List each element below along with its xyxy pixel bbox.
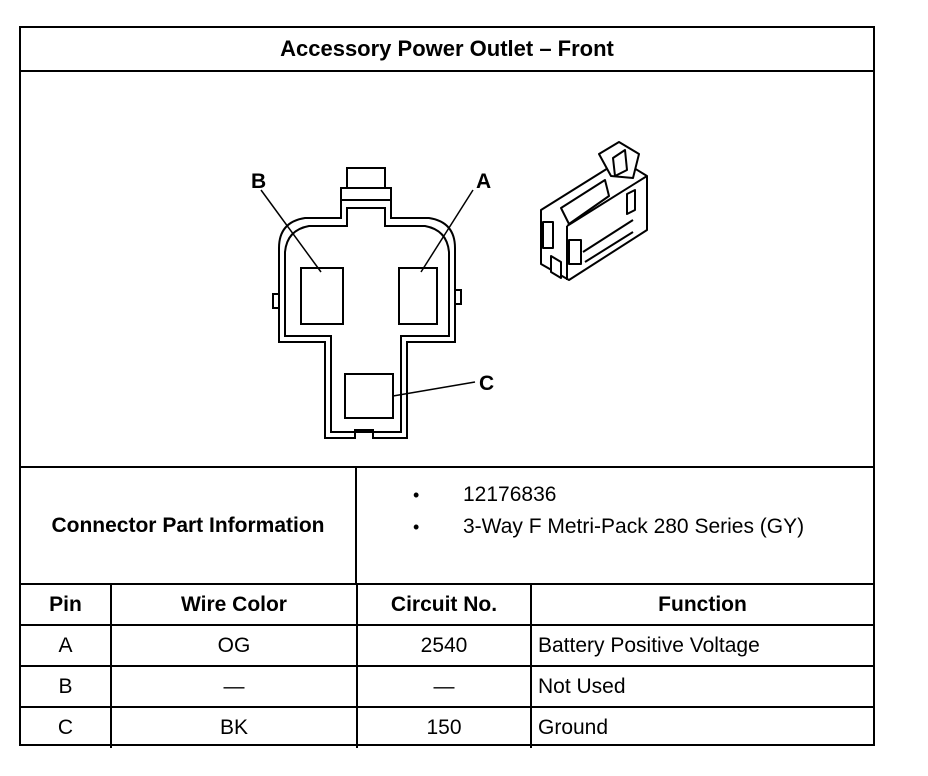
- table-row: B — — Not Used: [21, 665, 873, 708]
- pin-label-c: C: [479, 372, 494, 395]
- table-row: C BK 150 Ground: [21, 706, 873, 748]
- connector-info-label: Connector Part Information: [21, 468, 357, 583]
- connector-diagram: B A C: [21, 72, 873, 466]
- leader-line-a: [420, 189, 474, 273]
- connector-isometric-drawing: [540, 141, 648, 281]
- connector-description: 3-Way F Metri-Pack 280 Series (GY): [463, 515, 805, 538]
- header-function: Function: [530, 583, 873, 626]
- pin-table: Pin Wire Color Circuit No. Function A OG…: [21, 583, 873, 748]
- cell-pin: C: [21, 706, 112, 748]
- cell-wire-color: BK: [110, 706, 358, 748]
- cell-pin: A: [21, 624, 112, 667]
- bullet-icon: •: [413, 484, 420, 505]
- cell-wire-color: —: [110, 665, 358, 708]
- cell-function: Ground: [530, 706, 873, 748]
- cavity-b: [300, 267, 344, 325]
- connector-info-list: • 12176836 • 3-Way F Metri-Pack 280 Seri…: [357, 468, 873, 583]
- cavity-a: [398, 267, 438, 325]
- leader-line-b: [260, 189, 322, 273]
- cell-function: Not Used: [530, 665, 873, 708]
- pin-label-b: B: [251, 170, 266, 193]
- pin-label-a: A: [476, 170, 491, 193]
- cell-circuit: 150: [356, 706, 532, 748]
- cell-pin: B: [21, 665, 112, 708]
- connector-part-info: Connector Part Information • 12176836 • …: [21, 466, 873, 583]
- table-row: A OG 2540 Battery Positive Voltage: [21, 624, 873, 667]
- cell-function: Battery Positive Voltage: [530, 624, 873, 667]
- part-number: 12176836: [463, 483, 557, 506]
- header-circuit: Circuit No.: [356, 583, 532, 626]
- cell-wire-color: OG: [110, 624, 358, 667]
- cavity-c: [344, 373, 394, 419]
- table-header-row: Pin Wire Color Circuit No. Function: [21, 583, 873, 626]
- connector-document: Accessory Power Outlet – Front: [19, 26, 875, 748]
- connector-face-outline: [272, 167, 462, 439]
- cell-circuit: —: [356, 665, 532, 708]
- cell-circuit: 2540: [356, 624, 532, 667]
- leader-line-c: [392, 381, 476, 397]
- connector-face-drawing: B A C: [251, 141, 648, 439]
- header-pin: Pin: [21, 583, 112, 626]
- page-title: Accessory Power Outlet – Front: [21, 28, 873, 72]
- bullet-icon: •: [413, 516, 420, 537]
- header-wire-color: Wire Color: [110, 583, 358, 626]
